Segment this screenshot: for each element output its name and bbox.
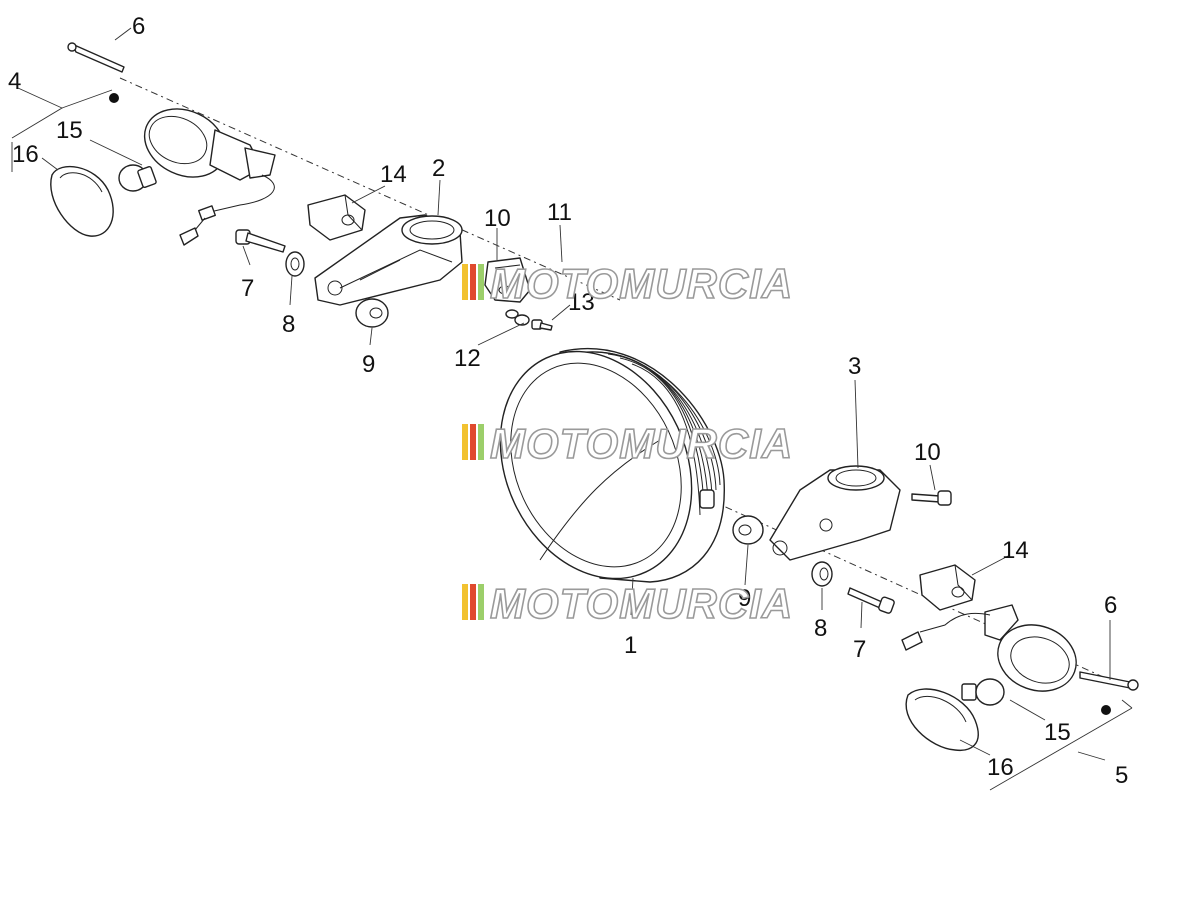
callout-15-right: 15 <box>1044 719 1071 746</box>
screw-right-lower <box>847 587 895 614</box>
callout-8-left: 8 <box>282 311 295 338</box>
callout-14-left: 14 <box>380 161 407 188</box>
callout-12: 12 <box>454 345 481 372</box>
callout-numbers: 1 2 3 4 5 6 6 7 7 8 8 9 9 10 10 11 12 13… <box>8 13 1128 789</box>
leader-lines <box>11 27 1133 791</box>
grommet-left <box>307 194 366 241</box>
watermark-stripe <box>462 584 468 620</box>
watermark-2: MOTOMURCIA <box>462 419 793 468</box>
watermark-stripe <box>470 584 476 620</box>
callout-5: 5 <box>1115 762 1128 789</box>
spacer-left <box>355 298 389 328</box>
callout-1: 1 <box>624 632 637 659</box>
grommet-right <box>919 564 976 611</box>
bulb-left <box>118 164 157 192</box>
watermark-stripe <box>470 424 476 460</box>
bracket-left <box>314 214 463 306</box>
small-screw-left <box>531 319 553 331</box>
screw-right-upper <box>911 490 952 506</box>
bulb-right <box>961 678 1005 706</box>
callout-6-right: 6 <box>1104 592 1117 619</box>
watermark-stripe <box>478 584 484 620</box>
watermark-stripe <box>462 424 468 460</box>
clamp-cap-left <box>484 257 531 303</box>
washer-left <box>285 251 305 277</box>
dot-marker-right <box>1101 705 1111 715</box>
watermark-stripe <box>478 424 484 460</box>
callout-14-right: 14 <box>1002 537 1029 564</box>
turn-signal-right <box>901 604 1077 692</box>
callout-10-left: 10 <box>484 205 511 232</box>
callout-4: 4 <box>8 68 21 95</box>
bolt-right <box>1079 671 1139 691</box>
dot-marker-left <box>109 93 119 103</box>
spacer-right <box>732 515 764 545</box>
bracket-right <box>769 465 901 561</box>
watermark-text: MOTOMURCIA <box>490 580 793 627</box>
screw-left <box>235 229 286 253</box>
small-washer-left <box>505 309 530 326</box>
callout-3: 3 <box>848 353 861 380</box>
watermark-1: MOTOMURCIA <box>462 259 793 308</box>
callout-7-right: 7 <box>853 636 866 663</box>
bolt-left <box>67 42 125 73</box>
watermark-stripe <box>462 264 468 300</box>
callout-13: 13 <box>568 289 595 316</box>
axis-line-left <box>119 77 621 301</box>
callout-15-left: 15 <box>56 117 83 144</box>
callout-7-left: 7 <box>241 275 254 302</box>
callout-16-left: 16 <box>12 141 39 168</box>
callout-2: 2 <box>432 155 445 182</box>
watermark-stripe <box>478 264 484 300</box>
callout-10-right: 10 <box>914 439 941 466</box>
headlight-assembly <box>499 347 725 583</box>
washer-right <box>811 561 833 587</box>
watermark-text: MOTOMURCIA <box>490 260 793 307</box>
watermark-text: MOTOMURCIA <box>490 420 793 467</box>
lens-right <box>905 688 979 752</box>
lens-left <box>50 165 114 237</box>
callout-11: 11 <box>547 199 572 226</box>
callout-9-right: 9 <box>738 585 751 612</box>
callout-9-left: 9 <box>362 351 375 378</box>
callout-8-right: 8 <box>814 615 827 642</box>
watermark-3: MOTOMURCIA <box>462 579 793 628</box>
callout-16-right: 16 <box>987 754 1014 781</box>
callout-6-left: 6 <box>132 13 145 40</box>
turn-signal-left <box>143 108 276 246</box>
watermark-stripe <box>470 264 476 300</box>
